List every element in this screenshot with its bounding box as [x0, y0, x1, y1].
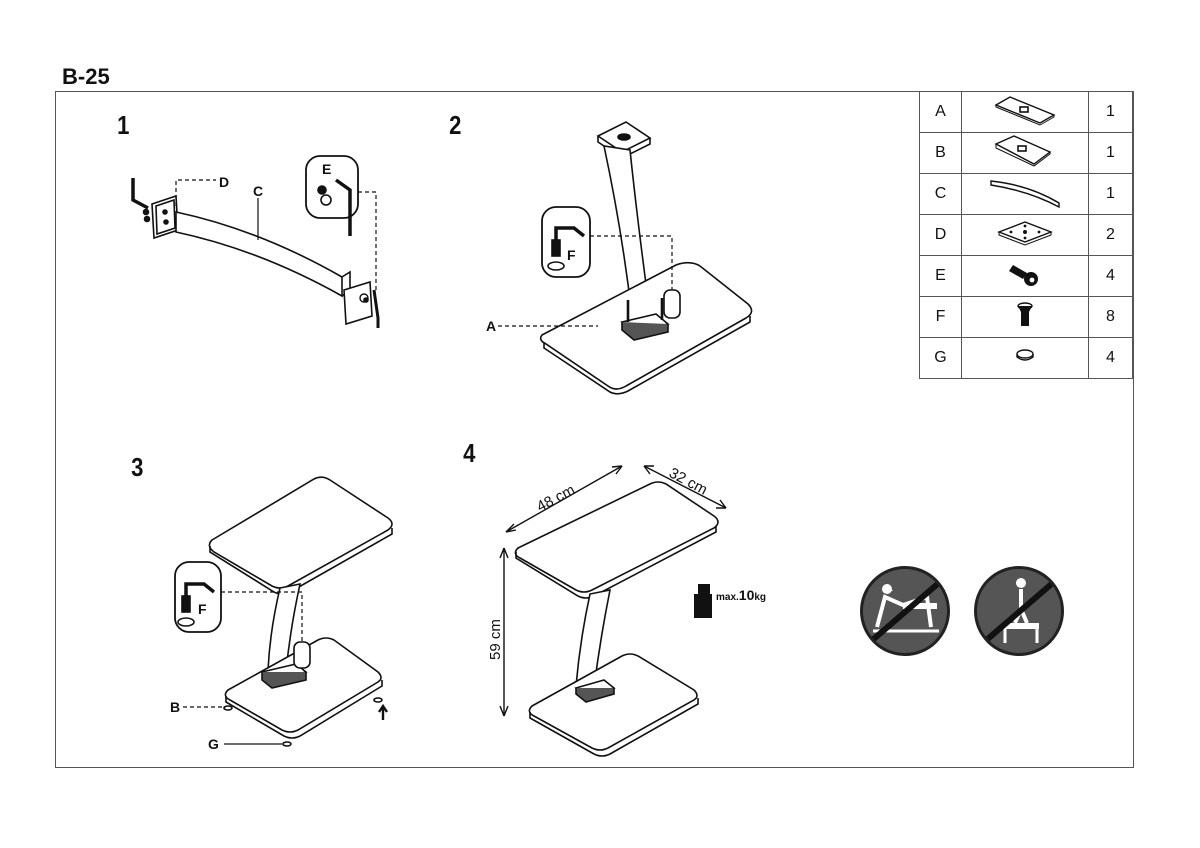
no-climbing-icon: [974, 566, 1064, 656]
table-top-icon: [208, 476, 393, 595]
callout-label-b: B: [170, 699, 180, 715]
step3-illustration: [174, 476, 393, 747]
no-standing-on-table-icon: [860, 566, 950, 656]
table-row: B 1: [919, 132, 1133, 174]
callout-label-c: C: [253, 183, 263, 199]
part-quantity: 1: [1088, 173, 1133, 215]
part-letter: D: [919, 214, 962, 256]
top-plate-icon: [961, 132, 1089, 174]
callout-label-d: D: [219, 174, 229, 190]
step4-illustration: [499, 465, 727, 757]
glide-pad-icon: [961, 337, 1089, 379]
mounting-plate-icon: [343, 280, 373, 326]
step2-illustration: [498, 121, 753, 395]
callout-label-e: E: [322, 161, 331, 177]
bolt-icon: [142, 208, 150, 216]
part-letter: E: [919, 255, 962, 297]
weight-icon: [694, 584, 712, 618]
detail-bubble-f: [541, 206, 591, 278]
base-plate-icon: [961, 91, 1089, 133]
mounting-plate-icon: [961, 214, 1089, 256]
part-quantity: 2: [1088, 214, 1133, 256]
parts-list-table: A 1 B 1 C 1 D 2 E 4 F 8: [919, 91, 1133, 379]
callout-label-a: A: [486, 318, 496, 334]
step-number-4: 4: [463, 438, 476, 468]
depth-dimension-arrow: [643, 465, 727, 509]
part-letter: C: [919, 173, 962, 215]
glide-pad-icon: [223, 705, 233, 711]
width-dimension-label: 48 cm: [534, 481, 578, 515]
part-quantity: 1: [1088, 91, 1133, 133]
max-load-unit: kg: [754, 592, 766, 603]
mounting-plate-icon: [151, 194, 179, 240]
height-dimension-label: 59 cm: [487, 619, 504, 660]
step-number-3: 3: [131, 452, 144, 482]
table-row: E 4: [919, 255, 1133, 297]
part-quantity: 1: [1088, 132, 1133, 174]
part-quantity: 4: [1088, 337, 1133, 379]
svg-text:max.10kg: max.10kg: [716, 587, 766, 603]
table-row: G 4: [919, 337, 1133, 379]
glide-pad-icon: [373, 697, 383, 703]
curved-leg-icon: [961, 173, 1089, 215]
arrow-up-icon: [378, 703, 388, 720]
table-row: A 1: [919, 91, 1133, 133]
curved-leg-icon: [175, 211, 351, 298]
mounting-plate-icon: [620, 313, 670, 341]
allen-key-icon: [131, 178, 149, 210]
step1-illustration: [131, 155, 380, 328]
part-letter: G: [919, 337, 962, 379]
detail-bubble-f: [174, 561, 222, 633]
detail-bubble-e: [305, 155, 359, 236]
max-load-prefix: max.: [716, 592, 739, 603]
base-plate-icon: [224, 637, 383, 739]
table-row: F 8: [919, 296, 1133, 338]
bolt-icon: [961, 255, 1089, 297]
width-dimension-arrow: [505, 465, 623, 533]
glide-pad-icon: [282, 741, 292, 747]
table-row: C 1: [919, 173, 1133, 215]
step-number-2: 2: [449, 110, 462, 140]
screw-icon: [961, 296, 1089, 338]
table-row: D 2: [919, 214, 1133, 256]
part-letter: B: [919, 132, 962, 174]
callout-label-f: F: [198, 601, 207, 617]
step-number-1: 1: [117, 110, 130, 140]
model-code: B-25: [62, 64, 110, 89]
part-letter: F: [919, 296, 962, 338]
callout-label-f: F: [567, 247, 576, 263]
part-quantity: 4: [1088, 255, 1133, 297]
instruction-frame: [55, 91, 1134, 768]
max-load-value: 10: [739, 587, 755, 603]
part-letter: A: [919, 91, 962, 133]
part-quantity: 8: [1088, 296, 1133, 338]
bolt-icon: [143, 215, 151, 223]
base-plate-icon: [528, 653, 699, 757]
callout-label-g: G: [208, 736, 219, 752]
